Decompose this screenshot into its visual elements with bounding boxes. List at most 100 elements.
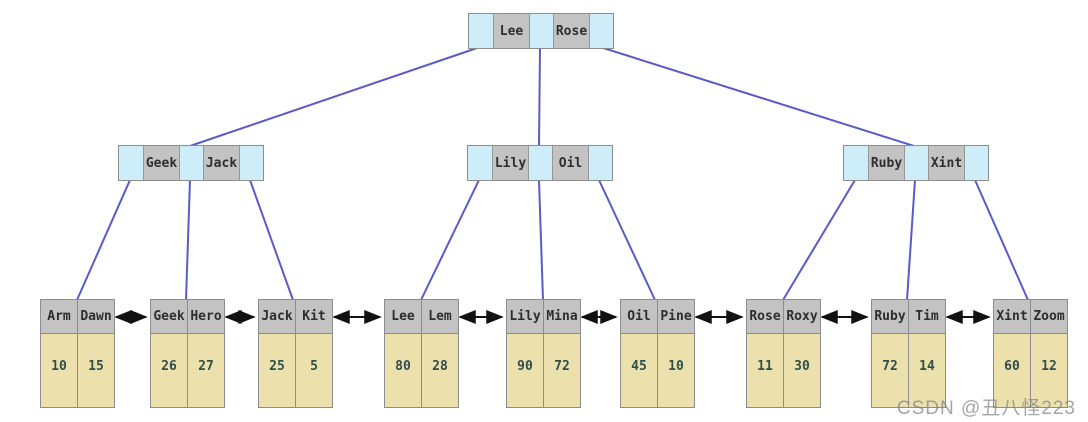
- leaf-column: Dawn 15: [77, 299, 115, 408]
- leaf-column: Zoom 12: [1030, 299, 1068, 408]
- leaf-column: Mina 72: [543, 299, 581, 408]
- leaf-column: Ruby 72: [871, 299, 909, 408]
- key-cell: Jack: [203, 146, 239, 180]
- pointer-cell: [588, 146, 612, 180]
- leaf-key: Dawn: [78, 300, 114, 334]
- leaf-value: 10: [41, 334, 77, 407]
- leaf-value: 11: [747, 334, 783, 407]
- pointer-cell: [528, 146, 552, 180]
- internal-node-ruby-xint: Ruby Xint: [843, 145, 989, 181]
- tree-edge: [538, 46, 541, 147]
- key-label: Xint: [930, 155, 963, 171]
- pointer-cell: [589, 14, 613, 48]
- leaf-value: 27: [188, 334, 224, 407]
- tree-edge: [599, 46, 915, 147]
- leaf-value: 15: [78, 334, 114, 407]
- leaf-key: Pine: [658, 300, 694, 334]
- tree-edge: [189, 46, 481, 147]
- leaf-column: Xint 60: [993, 299, 1031, 408]
- leaf-value: 28: [422, 334, 458, 407]
- leaf-key: Jack: [259, 300, 295, 334]
- leaf-key: Geek: [151, 300, 187, 334]
- key-label: Ruby: [870, 155, 903, 171]
- leaf-key: Mina: [544, 300, 580, 334]
- leaf-column: Lee 80: [384, 299, 422, 408]
- leaf-key: Ruby: [872, 300, 908, 334]
- pointer-cell: [469, 14, 493, 48]
- pointer-cell: [468, 146, 492, 180]
- leaf-key: Zoom: [1031, 300, 1067, 334]
- leaf-column: Roxy 30: [783, 299, 821, 408]
- leaf-value: 45: [621, 334, 657, 407]
- leaf-value: 5: [296, 334, 332, 407]
- key-label: Lee: [499, 23, 524, 39]
- leaf-value: 90: [507, 334, 543, 407]
- leaf-column: Hero 27: [187, 299, 225, 408]
- leaf-value: 12: [1031, 334, 1067, 407]
- leaf-value: 72: [544, 334, 580, 407]
- key-cell: Geek: [143, 146, 179, 180]
- pointer-cell: [844, 146, 868, 180]
- key-cell: Lee: [493, 14, 529, 48]
- pointer-cell: [239, 146, 263, 180]
- key-label: Geek: [145, 155, 178, 171]
- key-label: Rose: [555, 23, 588, 39]
- leaf-node-jack-kit: Jack 25 Kit 5: [258, 299, 333, 408]
- pointer-cell: [529, 14, 553, 48]
- leaf-node-rose-roxy: Rose 11 Roxy 30: [746, 299, 821, 408]
- leaf-value: 25: [259, 334, 295, 407]
- leaf-column: Lem 28: [421, 299, 459, 408]
- key-cell: Lily: [492, 146, 528, 180]
- leaf-value: 14: [909, 334, 945, 407]
- root-node: Lee Rose: [468, 13, 614, 49]
- key-label: Lily: [494, 155, 527, 171]
- tree-edge: [906, 179, 916, 301]
- leaf-column: Geek 26: [150, 299, 188, 408]
- leaf-key: Hero: [188, 300, 224, 334]
- leaf-value: 72: [872, 334, 908, 407]
- leaf-node-xint-zoom: Xint 60 Zoom 12: [993, 299, 1068, 408]
- tree-edge: [185, 179, 191, 301]
- leaf-node-ruby-tim: Ruby 72 Tim 14: [871, 299, 946, 408]
- tree-edge: [538, 179, 544, 301]
- leaf-value: 60: [994, 334, 1030, 407]
- leaf-key: Roxy: [784, 300, 820, 334]
- leaf-node-geek-hero: Geek 26 Hero 27: [150, 299, 225, 408]
- tree-edge: [76, 179, 131, 301]
- leaf-key: Oil: [621, 300, 657, 334]
- leaf-column: Lily 90: [506, 299, 544, 408]
- key-label: Oil: [558, 155, 583, 171]
- tree-edge: [420, 179, 480, 301]
- leaf-key: Kit: [296, 300, 332, 334]
- leaf-value: 10: [658, 334, 694, 407]
- leaf-column: Rose 11: [746, 299, 784, 408]
- pointer-cell: [964, 146, 988, 180]
- leaf-key: Lem: [422, 300, 458, 334]
- tree-edge: [782, 179, 856, 301]
- leaf-value: 80: [385, 334, 421, 407]
- leaf-node-arm-dawn: Arm 10 Dawn 15: [40, 299, 115, 408]
- leaf-key: Lee: [385, 300, 421, 334]
- leaf-key: Xint: [994, 300, 1030, 334]
- key-cell: Rose: [553, 14, 589, 48]
- leaf-key: Tim: [909, 300, 945, 334]
- leaf-key: Arm: [41, 300, 77, 334]
- tree-edge: [974, 179, 1029, 301]
- tree-edges: [76, 46, 1029, 301]
- leaf-column: Arm 10: [40, 299, 78, 408]
- internal-node-geek-jack: Geek Jack: [118, 145, 264, 181]
- key-cell: Ruby: [868, 146, 904, 180]
- leaf-column: Jack 25: [258, 299, 296, 408]
- key-label: Jack: [205, 155, 238, 171]
- leaf-column: Tim 14: [908, 299, 946, 408]
- leaf-key: Rose: [747, 300, 783, 334]
- leaf-node-lily-mina: Lily 90 Mina 72: [506, 299, 581, 408]
- leaf-column: Kit 5: [295, 299, 333, 408]
- leaf-value: 26: [151, 334, 187, 407]
- tree-edge: [598, 179, 656, 301]
- internal-node-lily-oil: Lily Oil: [467, 145, 613, 181]
- watermark-text: CSDN @丑八怪223: [896, 398, 1076, 419]
- key-cell: Oil: [552, 146, 588, 180]
- pointer-cell: [179, 146, 203, 180]
